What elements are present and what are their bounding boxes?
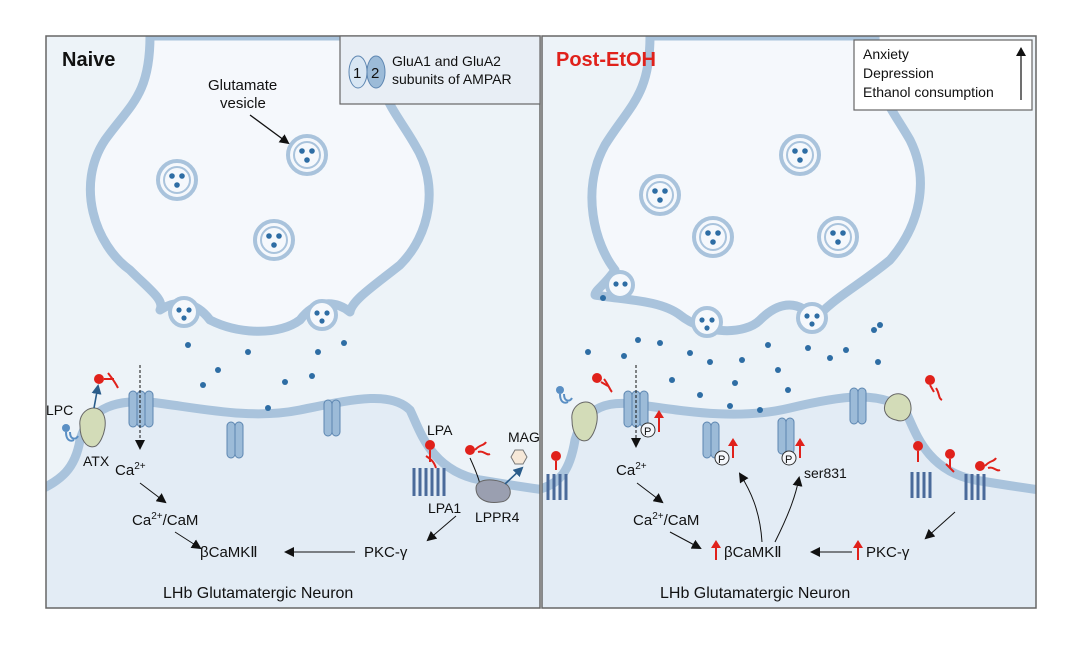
lpa-label: LPA: [427, 422, 453, 438]
camk-label: βCaMKⅡ: [200, 544, 258, 561]
ampar-channel: [623, 390, 649, 428]
svg-text:P: P: [718, 454, 725, 466]
ampar-channel: [777, 417, 795, 455]
fusing-vesicle: [306, 299, 338, 331]
lpa-molecule: [975, 457, 1001, 472]
ampar-channel: [323, 399, 341, 437]
atx-arrow: [91, 384, 102, 409]
svg-text:P: P: [644, 426, 651, 438]
fusing-vesicle: [605, 270, 635, 300]
lpa-molecule: [925, 375, 943, 401]
calcium-cam-label: Ca2+/CaM: [132, 511, 198, 529]
lpa-molecule: [551, 451, 561, 470]
vesicle: [253, 219, 295, 261]
panel-post-etoh: Post-EtOH: [541, 35, 1037, 609]
lpa-molecule: [465, 441, 491, 456]
vesicle: [156, 159, 198, 201]
mag-label: MAG: [508, 429, 540, 445]
calcium-cam-label: Ca2+/CaM: [633, 511, 699, 529]
panel-naive-border: [45, 35, 541, 609]
panel-post-border: [541, 35, 1037, 609]
atx-enzyme: [883, 393, 912, 422]
lppr4-label: LPPR4: [475, 509, 520, 525]
lppr4-enzyme: [475, 479, 511, 503]
atx-enzyme: [79, 407, 106, 448]
vesicle: [286, 134, 328, 176]
neuron-label: LHb Glutamatergic Neuron: [660, 585, 850, 602]
subunit-1-label: 1: [353, 65, 361, 82]
glutamate-molecules: [185, 340, 347, 411]
lpa1-to-pkc-arrow: [426, 515, 457, 542]
calcium-label: Ca2+: [115, 461, 146, 479]
lpa1-receptor: [964, 474, 986, 500]
lpa1-to-pkc-arrow: [924, 511, 956, 540]
lpc-label: LPC: [46, 402, 73, 418]
lpa-molecule: [945, 449, 955, 473]
lpa-molecule: [94, 372, 119, 389]
camk-to-ampar-arrow: [738, 472, 763, 543]
neuron-label: LHb Glutamatergic Neuron: [163, 585, 353, 602]
ampar-channel: [849, 387, 867, 425]
panel-post-title: Post-EtOH: [556, 49, 656, 71]
atx-enzyme: [571, 401, 598, 442]
fusing-vesicle: [796, 302, 828, 334]
calcium-to-cam-arrow: [636, 482, 664, 504]
lpc-molecule: [556, 386, 573, 404]
atx-label: ATX: [83, 453, 110, 469]
lppr4-arrow: [504, 466, 524, 485]
ampar-legend: 1 2 GluA1 and GluA2 subunits of AMPAR: [339, 35, 541, 105]
legend-line-1: GluA1 and GluA2: [392, 53, 501, 69]
panel-naive-title: Naive: [62, 49, 115, 71]
vesicle-arrow: [249, 114, 290, 145]
behavior-box: Anxiety Depression Ethanol consumption: [853, 39, 1033, 111]
phospho-site: P: [781, 450, 797, 466]
mag-molecule: [510, 449, 528, 465]
lpa1-receptor: [910, 472, 932, 498]
pkc-label: PKC-γ: [364, 544, 408, 561]
ampar-channel: [226, 421, 244, 459]
fusing-vesicle: [168, 296, 200, 328]
lpa1-label: LPA1: [428, 500, 461, 516]
calcium-label: Ca2+: [616, 461, 647, 479]
glutamate-molecules: [585, 295, 883, 413]
phospho-site: P: [640, 422, 656, 438]
vesicle: [779, 134, 821, 176]
vesicle-label: vesicle: [220, 95, 266, 112]
panel-naive: Naive Glutamate vesicle: [45, 35, 541, 609]
legend-line-2: subunits of AMPAR: [392, 71, 512, 87]
presynaptic-terminal-naive: [85, 36, 434, 336]
ampar-channel: [702, 421, 720, 459]
lpa-molecule: [913, 441, 923, 462]
cam-to-camk-arrow: [669, 531, 702, 549]
lpa1-receptor: [412, 468, 446, 496]
vesicle: [639, 174, 681, 216]
cam-to-camk-arrow: [174, 531, 202, 550]
calcium-to-cam-arrow: [139, 482, 167, 504]
ampar-channel: [128, 390, 154, 428]
lpa1-receptor: [546, 474, 568, 500]
vesicle: [692, 216, 734, 258]
vesicle: [817, 216, 859, 258]
lpc-molecule: [62, 424, 79, 442]
lpa-molecule: [592, 373, 613, 393]
behavior-item: Ethanol consumption: [863, 84, 994, 100]
behavior-item: Depression: [863, 65, 934, 81]
camk-to-ser831-arrow: [774, 476, 803, 543]
lpa-molecule: [425, 440, 437, 469]
behavior-item: Anxiety: [863, 46, 909, 62]
subunit-2-label: 2: [371, 65, 379, 82]
svg-text:P: P: [785, 454, 792, 466]
glutamate-label: Glutamate: [208, 77, 277, 94]
ser831-label: ser831: [804, 465, 847, 481]
fusing-vesicle: [691, 306, 723, 338]
pkc-label: PKC-γ: [866, 544, 910, 561]
camk-label: βCaMKⅡ: [724, 544, 782, 561]
phospho-site: P: [714, 450, 730, 466]
